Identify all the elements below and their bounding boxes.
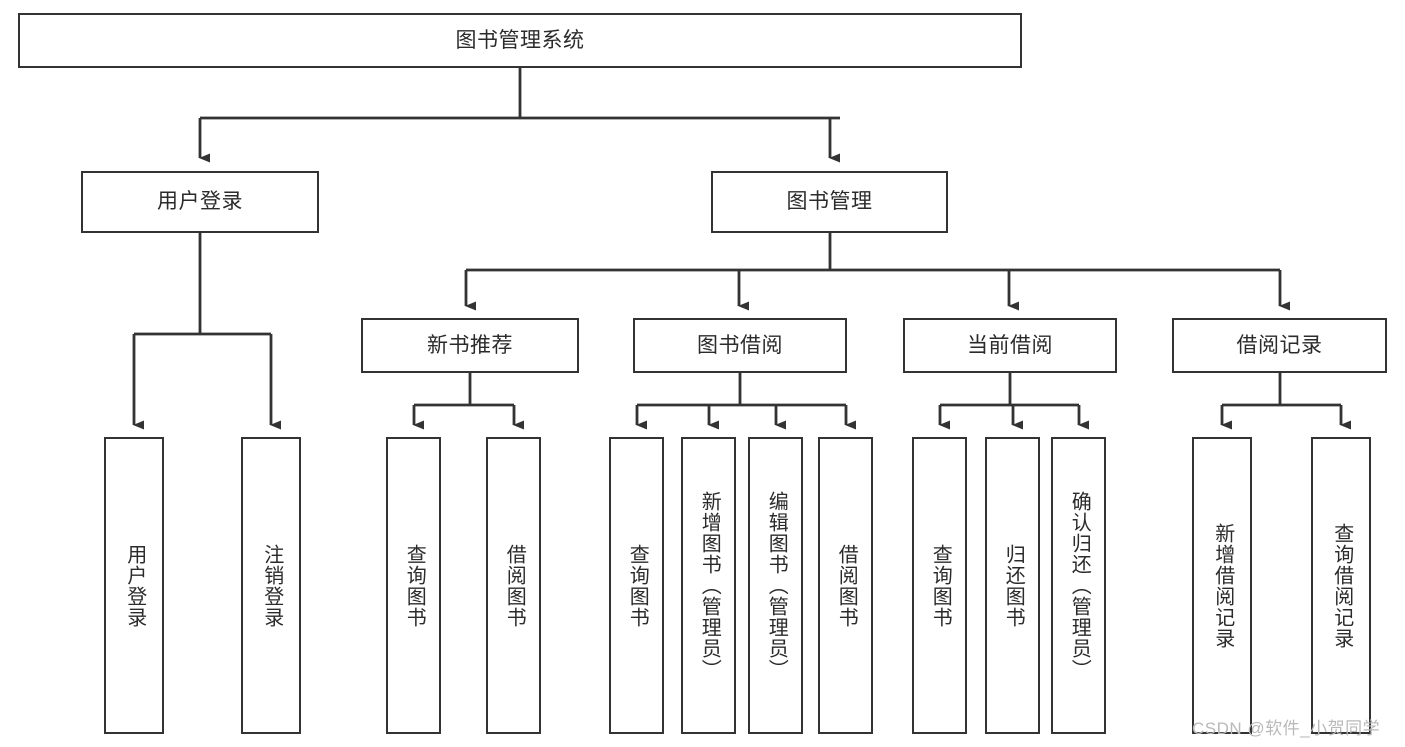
node-query-books-rec[interactable]: 查询图书	[386, 437, 441, 734]
node-book-management[interactable]: 图书管理	[711, 171, 948, 233]
node-borrowing-records[interactable]: 借阅记录	[1172, 318, 1387, 373]
node-logout-leaf[interactable]: 注销登录	[241, 437, 301, 734]
node-return-book[interactable]: 归还图书	[985, 437, 1040, 734]
connector-newbook-to-leaves	[412, 373, 524, 430]
node-current-borrowing-label: 当前借阅	[967, 333, 1053, 357]
node-current-borrowing[interactable]: 当前借阅	[903, 318, 1117, 373]
node-new-book-recommendation[interactable]: 新书推荐	[361, 318, 579, 373]
node-borrow-book-borrow[interactable]: 借阅图书	[818, 437, 873, 734]
node-query-books-borrow-label: 查询图书	[626, 543, 649, 628]
node-edit-book-admin-label: 编辑图书（管理员）	[765, 491, 788, 680]
connector-bookborrow-to-leaves	[635, 373, 856, 430]
node-query-borrow-record-label: 查询借阅记录	[1330, 522, 1353, 649]
node-user-login-leaf-label: 用户登录	[123, 543, 146, 628]
node-add-borrow-record-label: 新增借阅记录	[1211, 522, 1234, 649]
node-add-book-admin[interactable]: 新增图书（管理员）	[681, 437, 736, 734]
node-query-borrow-record[interactable]: 查询借阅记录	[1311, 437, 1371, 734]
node-confirm-return-admin[interactable]: 确认归还（管理员）	[1051, 437, 1106, 734]
node-query-books-current-label: 查询图书	[929, 543, 952, 628]
node-root-label: 图书管理系统	[455, 28, 585, 52]
connector-root-to-level1	[198, 68, 840, 163]
connector-bookmgmt-to-level2	[464, 233, 1290, 311]
node-new-book-recommendation-label: 新书推荐	[427, 333, 513, 357]
node-confirm-return-admin-label: 确认归还（管理员）	[1068, 491, 1091, 680]
node-book-borrowing[interactable]: 图书借阅	[633, 318, 847, 373]
node-borrow-books-rec-label: 借阅图书	[503, 543, 526, 628]
connector-currentborrow-to-leaves	[938, 373, 1089, 430]
node-borrow-books-rec[interactable]: 借阅图书	[486, 437, 541, 734]
node-logout-leaf-label: 注销登录	[260, 543, 283, 628]
node-query-books-borrow[interactable]: 查询图书	[609, 437, 664, 734]
node-return-book-label: 归还图书	[1002, 543, 1025, 628]
node-root[interactable]: 图书管理系统	[18, 13, 1022, 68]
node-user-login-leaf[interactable]: 用户登录	[104, 437, 164, 734]
node-add-borrow-record[interactable]: 新增借阅记录	[1192, 437, 1252, 734]
node-borrowing-records-label: 借阅记录	[1236, 333, 1323, 357]
node-edit-book-admin[interactable]: 编辑图书（管理员）	[748, 437, 803, 734]
connector-borrowrecords-to-leaves	[1220, 373, 1351, 430]
node-query-books-rec-label: 查询图书	[403, 543, 426, 628]
node-user-login-label: 用户登录	[157, 190, 243, 214]
node-borrow-book-borrow-label: 借阅图书	[835, 543, 858, 628]
node-book-management-label: 图书管理	[786, 190, 873, 214]
node-user-login[interactable]: 用户登录	[81, 171, 319, 233]
node-query-books-current[interactable]: 查询图书	[912, 437, 967, 734]
node-add-book-admin-label: 新增图书（管理员）	[698, 491, 721, 680]
connector-userlogin-to-leaves	[132, 233, 281, 430]
node-book-borrowing-label: 图书借阅	[697, 333, 783, 357]
